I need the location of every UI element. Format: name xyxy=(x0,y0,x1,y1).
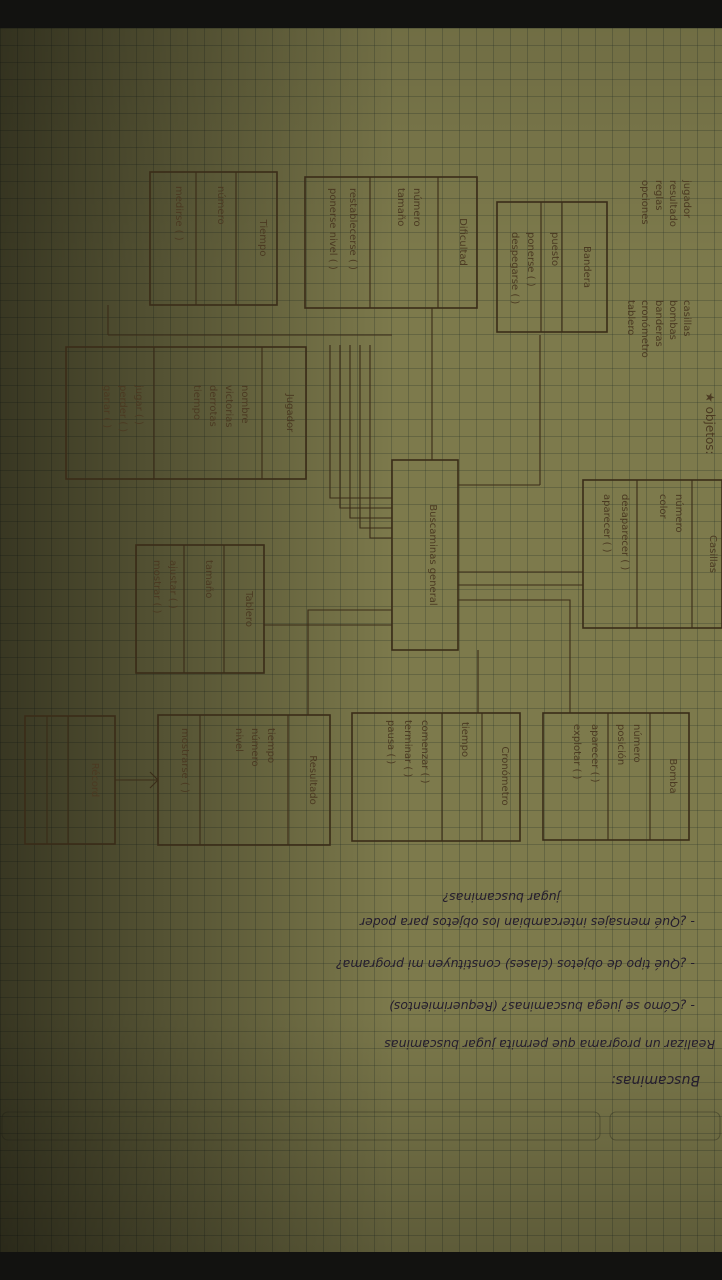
class-resultado: Resultado tiempo número nivel mostrarse … xyxy=(157,714,331,846)
class-cronometro-method-2: terminar ( ) xyxy=(402,720,413,777)
class-tablero-method-2: mostrar ( ) xyxy=(151,560,162,614)
class-tablero-method-1: ajustar ( ) xyxy=(167,560,178,609)
class-bomba-method-2: explotar ( ) xyxy=(571,724,582,780)
class-tablero-name: Tablero xyxy=(243,590,254,627)
class-cronometro-method-3: pausa ( ) xyxy=(385,720,396,764)
class-resultado-name: Resultado xyxy=(307,755,318,805)
class-connectors xyxy=(107,305,583,789)
class-cronometro: Cronómetro tiempo comenzar ( ) terminar … xyxy=(351,712,521,842)
class-tiempo-method-1: medirse ( ) xyxy=(173,186,184,241)
class-tiempo-name: Tiempo xyxy=(257,219,268,257)
class-casillas-name: Casillas xyxy=(707,535,718,573)
class-dificultad-name: Dificultad xyxy=(457,218,468,266)
class-casillas-attr-1: número xyxy=(673,494,685,533)
object-item-5: tablero xyxy=(625,300,636,335)
object-item-4: cronómetro xyxy=(639,300,651,358)
connector-jugador-2 xyxy=(339,345,392,509)
connector-jugador-4 xyxy=(359,345,392,529)
notes-question-4: jugar buscaminas? xyxy=(442,890,562,905)
class-bomba-attr-2: posición xyxy=(615,724,627,765)
connector-bomba xyxy=(458,599,571,713)
class-bomba-attr-1: número xyxy=(631,724,643,763)
notes-question-1: - ¿Cómo se juega buscaminas? (Requerimie… xyxy=(389,999,695,1014)
objects-list: ★ objetos: casillas bombas banderas cron… xyxy=(625,179,717,455)
object-item-3: banderas xyxy=(653,300,664,347)
objects-header: ★ objetos: xyxy=(703,392,717,455)
class-resultado-attr-3: nivel xyxy=(233,728,244,752)
class-record-name: Récord xyxy=(89,763,101,798)
class-casillas-attr-2: color xyxy=(657,494,668,520)
class-bandera: Bandera puesto ponerse ( ) despegarse ( … xyxy=(496,201,608,333)
class-bomba-method-1: aparecer ( ) xyxy=(589,724,600,783)
class-jugador-name: Jugador xyxy=(284,393,295,433)
object-item-1: casillas xyxy=(681,300,692,337)
class-jugador-attr-3: derrotas xyxy=(207,385,218,427)
object-item-6: jugador xyxy=(681,179,692,219)
class-dificultad-attr-2: tamaño xyxy=(395,188,406,226)
class-bomba: Bomba número posición aparecer ( ) explo… xyxy=(542,712,690,841)
class-resultado-attr-2: número xyxy=(249,728,261,767)
class-jugador-method-3: ganar ( ) xyxy=(101,385,112,428)
class-bandera-attr-1: puesto xyxy=(549,232,560,266)
class-tablero-attr-1: tamaño xyxy=(203,560,214,598)
class-cronometro-attr-1: tiempo xyxy=(459,722,470,757)
class-tablero: Tablero tamaño ajustar ( ) mostrar ( ) xyxy=(135,544,265,674)
object-item-9: opciones xyxy=(639,180,650,225)
connector-jugador-3 xyxy=(349,345,392,519)
notes-question-3: - ¿Qué mensajes intercambian los objetos… xyxy=(359,915,695,930)
class-bandera-name: Bandera xyxy=(581,246,592,288)
class-tiempo-attr-1: número xyxy=(215,186,227,225)
class-dificultad-method-2: ponerse nivel ( ) xyxy=(327,188,338,270)
class-dificultad: Dificultad número tamaño restablecerse (… xyxy=(304,176,478,309)
object-item-8: reglas xyxy=(653,180,664,211)
class-buscaminas-general: Buscaminas general xyxy=(391,459,459,651)
connector-jugador-5 xyxy=(369,345,392,539)
class-programa-name: Buscaminas general xyxy=(427,504,438,605)
connector-jugador-1 xyxy=(329,345,392,499)
class-bomba-name: Bomba xyxy=(667,758,678,793)
class-resultado-attr-1: tiempo xyxy=(265,728,276,763)
class-resultado-method-1: mostrarse ( ) xyxy=(179,728,190,793)
class-cronometro-name: Cronómetro xyxy=(499,746,511,805)
class-jugador-attr-2: victorias xyxy=(223,385,234,427)
class-dificultad-method-1: restablecerse ( ) xyxy=(347,188,358,270)
class-bandera-method-2: despegarse ( ) xyxy=(509,232,520,304)
class-tiempo: Tiempo número medirse ( ) xyxy=(149,171,278,306)
notes-title: Buscaminas: xyxy=(611,1072,700,1088)
class-jugador-attr-1: nombre xyxy=(239,385,250,424)
class-jugador-method-2: perder ( ) xyxy=(117,385,128,432)
class-casillas-method-1: desaparecer ( ) xyxy=(619,494,630,570)
connector-resultado xyxy=(307,609,392,715)
page-bottom-edge xyxy=(1,1111,721,1141)
class-jugador-attr-4: tiempo xyxy=(191,385,202,420)
class-bandera-method-1: ponerse ( ) xyxy=(525,232,536,287)
class-casillas-method-2: aparecer ( ) xyxy=(601,494,612,553)
object-item-7: resultado xyxy=(667,180,678,227)
class-casillas: Casillas número color desaparecer ( ) ap… xyxy=(582,479,722,629)
class-cronometro-method-1: comenzar ( ) xyxy=(419,720,430,784)
class-record: Récord xyxy=(24,715,116,845)
graph-paper-sheet xyxy=(0,28,722,1252)
notes-intro: Realizar un programa que permita jugar b… xyxy=(384,1037,715,1052)
class-jugador-method-1: jugar ( ) xyxy=(133,384,144,425)
notes-question-2: - ¿Qué tipo de objetos (clases) constitu… xyxy=(336,957,695,972)
class-jugador: Jugador nombre victorias derrotas tiempo… xyxy=(65,346,307,480)
notes-block: Buscaminas: Realizar un programa que per… xyxy=(336,890,715,1088)
class-dificultad-attr-1: número xyxy=(411,188,423,227)
object-item-2: bombas xyxy=(667,300,678,340)
